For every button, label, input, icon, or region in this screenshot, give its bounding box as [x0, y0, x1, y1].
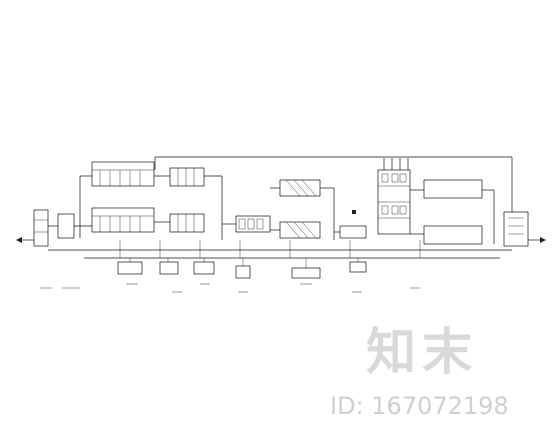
bottom-pits	[117, 258, 367, 279]
tank-group-4	[270, 179, 335, 240]
tank-group-2	[154, 167, 223, 240]
watermark-brand: 知末	[366, 323, 478, 381]
label-ticks	[40, 283, 420, 293]
top-header-pipe	[154, 156, 513, 212]
equipment-block	[377, 158, 411, 235]
tank-group-1	[79, 161, 155, 238]
small-tank	[334, 210, 367, 239]
lower-manifold	[48, 240, 512, 259]
watermark-id: ID: 167072198	[330, 392, 509, 420]
tank-group-3	[222, 215, 271, 233]
inlet-structure	[16, 209, 92, 247]
outlet-structure	[503, 211, 546, 247]
right-tanks	[410, 179, 495, 245]
